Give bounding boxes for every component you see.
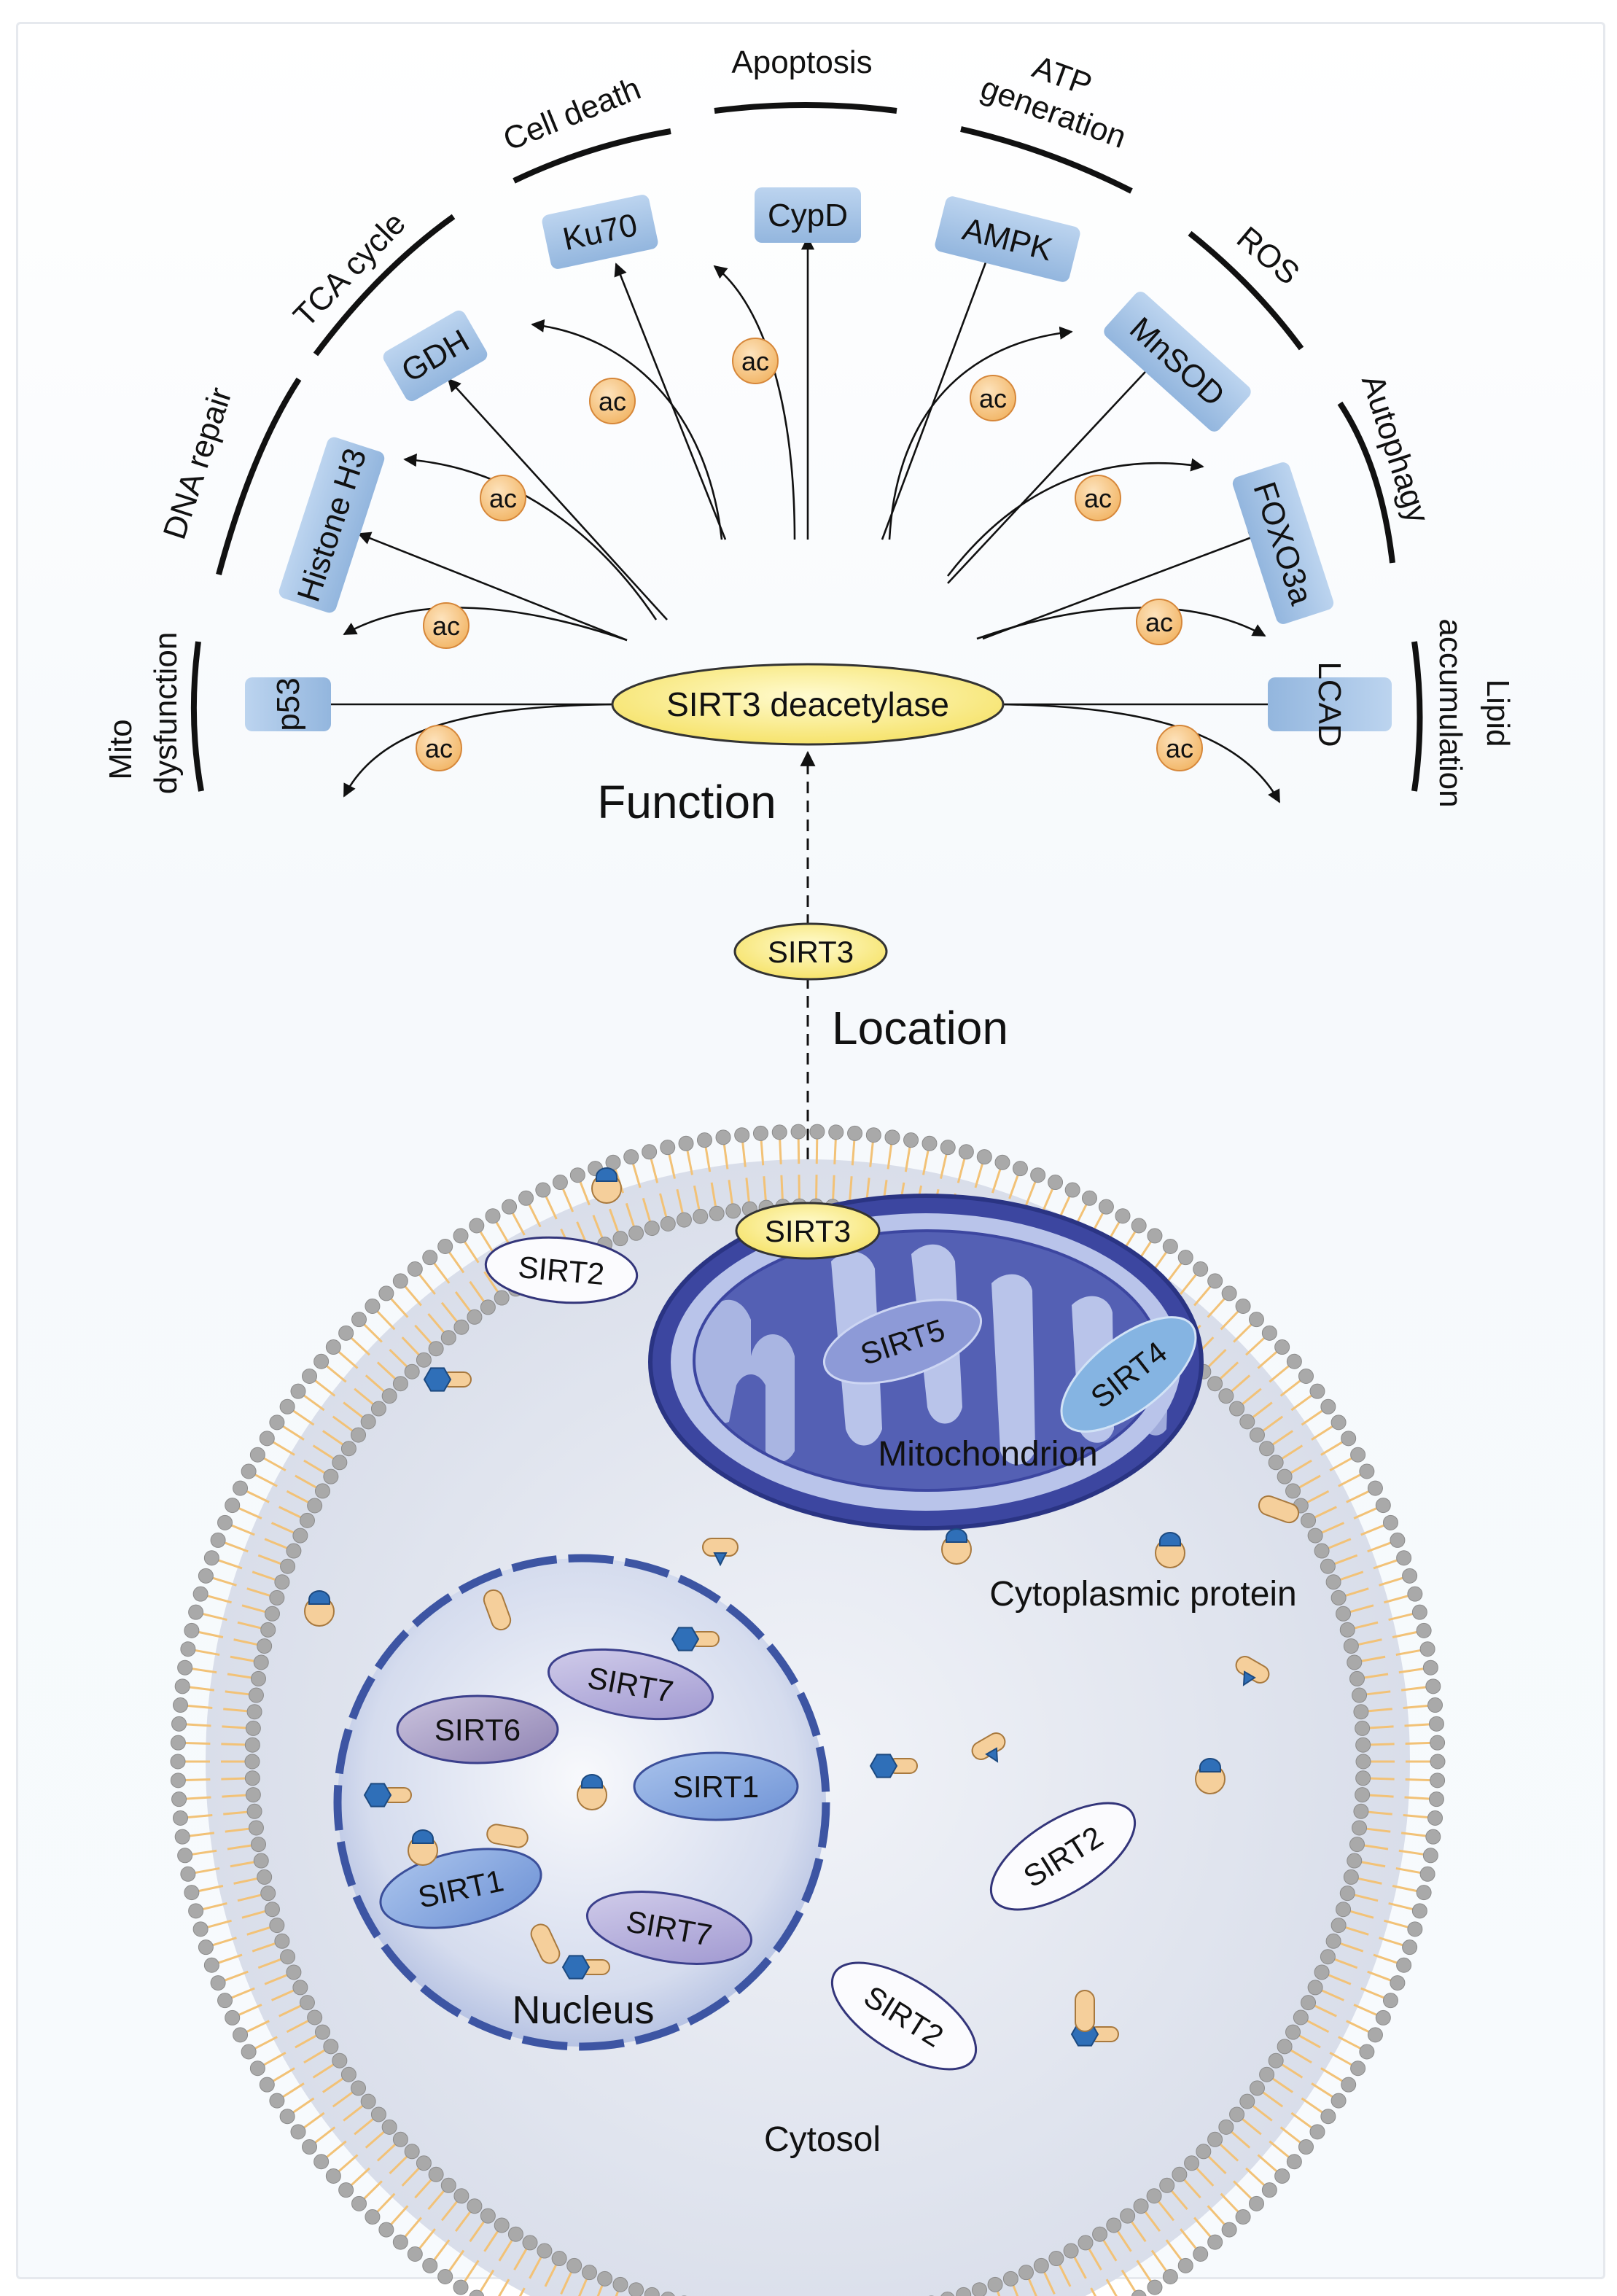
target-cypd: CypD (755, 187, 861, 243)
func-lipid-line1: Lipid (1480, 680, 1516, 747)
protein-capsule (483, 1589, 512, 1631)
protein-wedge (971, 1732, 1006, 1763)
func-lipid-line2: accumulation (1433, 618, 1468, 807)
acetyl-circle: ac (589, 378, 636, 424)
protein-hexagon (561, 1955, 610, 1980)
function-arcs (190, 102, 1423, 792)
target-mnsod: MnSOD (1104, 292, 1251, 432)
location-label: Location (832, 1002, 1008, 1054)
acetyl-groups: ac ac ac ac ac ac ac ac ac (416, 338, 1203, 771)
protein-capped (1155, 1532, 1185, 1568)
acetyl-circle: ac (1075, 475, 1121, 521)
protein-capped (577, 1774, 607, 1810)
cytosol-label: Cytosol (764, 2120, 881, 2159)
sirt6-label: SIRT6 (435, 1713, 521, 1747)
protein-hexagon (671, 1627, 720, 1651)
target-proteins: p53 Histone H3 GDH Ku70 CypD AMPK MnSOD FOXO3aL… (245, 187, 1392, 747)
cytoplasmic-protein-label: Cytoplasmic protein (989, 1575, 1297, 1614)
protein-capsule (486, 1824, 529, 1848)
enzyme-label: SIRT3 deacetylase (666, 685, 949, 723)
acetyl-circle: ac (1156, 725, 1203, 771)
sirt1-b: SIRT1 (379, 1848, 542, 1929)
func-mito-line1: Mito (103, 719, 139, 779)
target-histone-h3: Histone H3 (278, 437, 385, 613)
protein-capped (591, 1167, 622, 1204)
cytosolic-sirtuins: SIRT2 SIRT2 SIRT2 (484, 1236, 1137, 2071)
protein-hexagon (363, 1783, 412, 1807)
acetyl-circle: ac (480, 475, 526, 521)
target-lcad: LCAD (1268, 661, 1392, 747)
protein-wedge (1235, 1656, 1270, 1686)
target-p53: p53 (245, 677, 331, 731)
acetyl-label: ac (741, 346, 769, 376)
sirt3-mito-label: SIRT3 (765, 1214, 851, 1248)
protein-capsule (1075, 1990, 1095, 2032)
acetyl-label: ac (432, 611, 460, 641)
protein-capped (408, 1829, 438, 1866)
protein-capsule (1258, 1495, 1300, 1524)
sirt2-a-label: SIRT2 (517, 1250, 606, 1291)
target-label: LCAD (1312, 661, 1347, 747)
acetyl-label: ac (1166, 733, 1193, 763)
mitochondrion-label: Mitochondrion (878, 1435, 1098, 1474)
target-foxo3a: FOXO3a (1232, 462, 1334, 624)
func-dna-repair: DNA repair (157, 384, 239, 544)
sirt1-a: SIRT1 (633, 1751, 799, 1821)
acetyl-circle: ac (1136, 599, 1182, 645)
protein-capped (1195, 1758, 1226, 1794)
sirt1-a-label: SIRT1 (673, 1770, 759, 1804)
sirt3-mito: SIRT3 (735, 1202, 881, 1260)
nucleus-label: Nucleus (512, 1988, 654, 2032)
protein-hexagon (869, 1754, 918, 1778)
protein-capped (941, 1528, 972, 1565)
cytoplasmic-proteins (304, 1167, 1300, 2047)
protein-capsule (530, 1923, 561, 1964)
acetyl-circle: ac (423, 602, 469, 649)
acetyl-circle: ac (970, 375, 1016, 421)
sirt7-a: SIRT7 (547, 1648, 714, 1721)
target-ampk: AMPK (935, 196, 1080, 282)
acetyl-circle: ac (732, 338, 779, 384)
sirt5: SIRT5 (822, 1299, 983, 1385)
target-ku70: Ku70 (542, 195, 658, 269)
sirt3-free: SIRT3 (733, 922, 888, 981)
target-gdh: GDH (383, 310, 488, 402)
acetyl-label: ac (425, 733, 453, 763)
acetyl-label: ac (489, 483, 517, 513)
target-label: CypD (768, 198, 848, 233)
func-cell-death: Cell death (499, 71, 646, 158)
protein-hexagon (423, 1367, 472, 1392)
acetyl-label: ac (979, 384, 1007, 413)
acetyl-label: ac (1084, 483, 1112, 513)
sirt6: SIRT6 (396, 1694, 559, 1764)
sirt3-free-label: SIRT3 (768, 935, 854, 969)
acetyl-circle: ac (416, 725, 462, 771)
sirt3-deacetylase: SIRT3 deacetylase (611, 663, 1005, 746)
acetyl-label: ac (1145, 607, 1173, 637)
sirt2-a: SIRT2 (484, 1236, 639, 1304)
func-apoptosis: Apoptosis (731, 44, 872, 80)
sirt7-b: SIRT7 (585, 1891, 753, 1965)
function-label: Function (597, 776, 776, 828)
acetyl-label: ac (599, 386, 626, 416)
func-mito-line2: dysfunction (148, 632, 184, 795)
protein-wedge (702, 1538, 739, 1567)
target-label: p53 (270, 677, 306, 731)
protein-capped (304, 1590, 335, 1627)
